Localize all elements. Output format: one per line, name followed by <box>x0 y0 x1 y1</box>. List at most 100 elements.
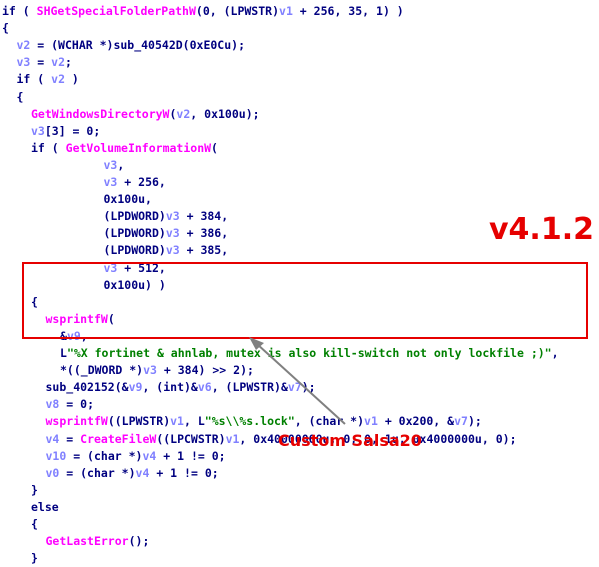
code-token: , <box>221 209 229 224</box>
code-line: } <box>31 550 38 567</box>
code-token: 1 <box>376 4 383 18</box>
code-token: = (char *) <box>66 448 143 463</box>
code-token: "%X fortinet & ahnlab, mutex is also kil… <box>66 346 552 360</box>
code-token: GetWindowsDirectoryW <box>31 106 170 121</box>
code-token: , <box>239 431 254 446</box>
code-line: (LPDWORD)v3 + 385, <box>104 242 229 259</box>
code-line: { <box>17 89 24 106</box>
code-token: { <box>16 89 24 104</box>
code-token: 384 <box>177 363 199 378</box>
code-token: "%s\\%s.lock" <box>204 414 295 429</box>
code-token: ; <box>218 448 226 463</box>
code-token: v2 <box>51 72 65 87</box>
code-token: , L <box>183 414 205 429</box>
code-token: v9 <box>66 328 81 343</box>
code-token: ); <box>231 38 246 53</box>
code-token: v7 <box>454 414 468 429</box>
code-line: if ( SHGetSpecialFolderPathW(0, (LPWSTR)… <box>2 3 404 20</box>
code-token: ( <box>107 311 115 326</box>
code-token: ) <box>65 72 79 87</box>
code-token: wsprintfW <box>45 414 108 429</box>
code-token: != <box>177 465 205 480</box>
code-line: } <box>31 482 38 499</box>
code-token: + <box>156 448 178 463</box>
code-token: GetLastError <box>45 534 129 549</box>
code-token: , <box>334 4 349 18</box>
code-token: v3 <box>165 209 180 224</box>
code-token: ((LPWSTR) <box>107 414 171 429</box>
code-token: if <box>16 72 31 87</box>
code-token: v8 <box>45 397 60 412</box>
code-token: 2 <box>233 363 241 378</box>
code-token: 0 <box>364 431 372 446</box>
code-token: if <box>2 4 16 18</box>
code-token: ( <box>211 140 218 155</box>
code-token: 256 <box>138 175 159 189</box>
code-line: { <box>31 516 38 533</box>
code-token: 0x40000000u <box>253 431 330 446</box>
code-token: = <box>59 397 81 412</box>
code-token: v3 <box>103 157 118 172</box>
code-line: 0x100u) ) <box>104 277 166 294</box>
code-token: (LPDWORD) <box>103 226 166 241</box>
code-token: ) ) <box>382 4 404 18</box>
code-token: 0 <box>86 123 94 138</box>
code-token: , <box>398 431 413 446</box>
code-line: wsprintfW( <box>46 311 115 328</box>
code-token: ); <box>502 431 517 446</box>
code-token: , <box>551 346 559 360</box>
code-line: L"%X fortinet & ahnlab, mutex is also ki… <box>60 345 559 362</box>
code-line: { <box>2 20 9 37</box>
code-line: { <box>31 294 38 311</box>
code-token: v4 <box>135 465 150 480</box>
code-token: = (WCHAR *)sub_40542D( <box>30 38 190 53</box>
code-token: v10 <box>45 448 67 463</box>
version-label: v4.1.2 <box>489 212 594 247</box>
code-token: v1 <box>364 414 378 429</box>
highlight-box <box>22 262 588 339</box>
code-token: v1 <box>279 4 293 18</box>
code-line: wsprintfW((LPWSTR)v1, L"%s\\%s.lock", (c… <box>46 413 482 430</box>
code-token: , <box>80 328 88 343</box>
code-token: ( <box>44 140 66 155</box>
code-token: v7 <box>287 380 302 395</box>
code-token: , <box>190 106 205 121</box>
code-token: , <box>221 243 229 258</box>
code-line: GetLastError(); <box>46 533 150 550</box>
code-token: , & <box>433 414 455 429</box>
code-token: SHGetSpecialFolderPathW <box>36 4 196 18</box>
code-token: + <box>179 209 201 224</box>
code-token: ; <box>87 397 95 412</box>
code-token: 512 <box>138 260 159 275</box>
code-token: ; <box>65 55 72 70</box>
code-token: ); <box>245 106 260 121</box>
code-token: v4 <box>142 448 157 463</box>
code-token: 0xE0Cu <box>189 38 232 53</box>
code-token: 386 <box>200 226 222 241</box>
code-line: (LPDWORD)v3 + 384, <box>104 208 229 225</box>
code-token: 0 <box>202 4 210 18</box>
code-token: + <box>117 175 139 189</box>
code-token: v2 <box>16 38 31 53</box>
code-line: v3, <box>104 157 125 174</box>
code-line: (LPDWORD)v3 + 386, <box>104 225 229 242</box>
code-token: v2 <box>176 106 191 121</box>
code-token: = <box>59 431 81 446</box>
code-token: (LPDWORD) <box>103 209 166 224</box>
code-line: sub_402152(&v9, (int)&v6, (LPWSTR)&v7); <box>46 379 316 396</box>
code-token: & <box>60 328 67 343</box>
code-token: v0 <box>45 465 60 480</box>
code-token: (LPDWORD) <box>103 243 166 258</box>
code-token: v3 <box>143 363 157 378</box>
code-line: v3 + 512, <box>104 260 166 277</box>
code-token: v2 <box>51 55 65 70</box>
code-token: if <box>31 140 45 155</box>
code-token: (); <box>128 534 150 549</box>
code-line: v3[3] = 0; <box>31 123 100 140</box>
code-line: v3 = v2; <box>17 54 72 71</box>
code-token: 384 <box>200 209 222 224</box>
code-line: v10 = (char *)v4 + 1 != 0; <box>46 448 226 465</box>
code-line: v2 = (WCHAR *)sub_40542D(0xE0Cu); <box>17 37 246 54</box>
code-token: wsprintfW <box>45 311 108 326</box>
code-line: v8 = 0; <box>46 396 95 413</box>
